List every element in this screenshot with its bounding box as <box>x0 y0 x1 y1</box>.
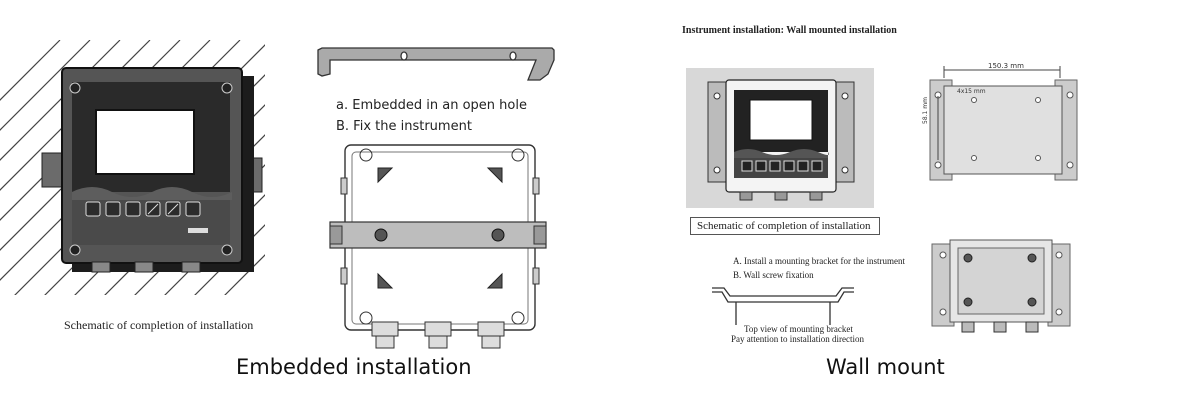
embedded-step-a: a. Embedded in an open hole <box>336 98 527 113</box>
wall-bracket-note-1: Top view of mounting bracket <box>744 324 853 334</box>
dim-height-label: 58.1 mm <box>922 97 929 124</box>
dim-width-label: 150.3 mm <box>988 62 1024 70</box>
screw-icon <box>69 82 233 256</box>
wall-mount-title: Wall mount <box>826 355 945 379</box>
screw-icon <box>374 228 505 242</box>
instrument-front-icon <box>707 79 855 201</box>
instrument-front-icon <box>41 67 263 273</box>
mounting-bracket-icon <box>712 287 854 325</box>
cable-gland-icon <box>961 321 1039 333</box>
cable-gland-icon <box>91 261 201 273</box>
embedded-title: Embedded installation <box>236 355 472 379</box>
wall-step-b: B. Wall screw fixation <box>733 270 814 280</box>
embedded-schematic-caption: Schematic of completion of installation <box>64 318 254 332</box>
cable-gland-icon <box>739 191 823 201</box>
mounting-bracket-icon <box>317 47 555 81</box>
wall-schematic-caption: Schematic of completion of installation <box>690 217 880 235</box>
dim-hole-label: 4x15 mm <box>957 88 986 95</box>
wall-step-a: A. Install a mounting bracket for the in… <box>733 256 905 266</box>
embedded-step-b: B. Fix the instrument <box>336 119 472 134</box>
wall-header: Instrument installation: Wall mounted in… <box>682 25 897 36</box>
cable-gland-icon <box>371 321 505 349</box>
mounting-plate-icon <box>929 66 1078 181</box>
wall-bracket-note-2: Pay attention to installation direction <box>731 334 864 344</box>
enclosure-back-icon <box>329 144 547 349</box>
mounting-plate-icon <box>931 239 1071 333</box>
